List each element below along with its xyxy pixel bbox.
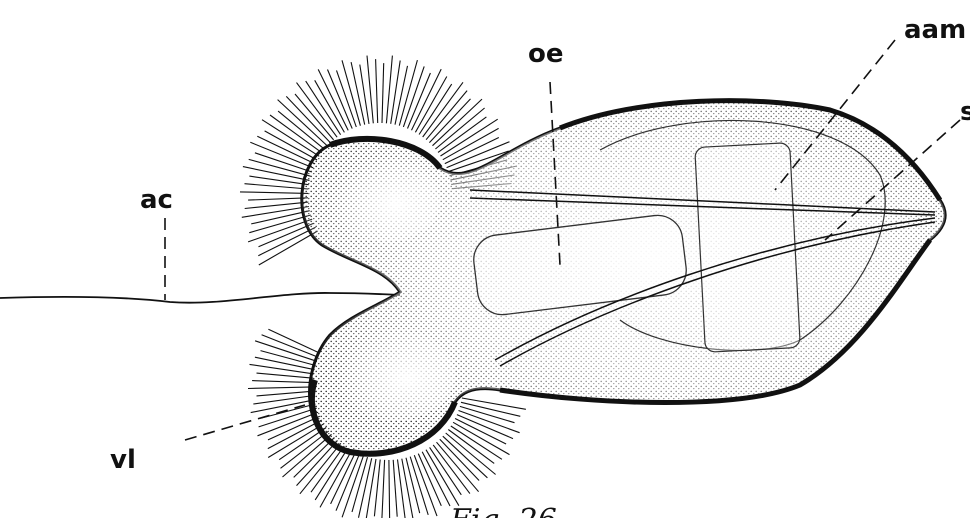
cilium xyxy=(429,99,470,143)
cilium xyxy=(386,56,392,124)
cilium xyxy=(398,459,406,518)
cilium xyxy=(268,416,320,440)
cilium xyxy=(462,398,526,409)
cilium xyxy=(389,460,390,518)
cilium xyxy=(366,459,377,518)
figure-caption: Fig. 26 xyxy=(449,503,557,518)
cilium xyxy=(265,131,318,160)
cilium xyxy=(257,391,314,396)
cilium xyxy=(391,61,401,124)
cilium xyxy=(367,56,373,124)
cilium xyxy=(268,420,322,449)
cilium xyxy=(426,450,459,506)
cilium xyxy=(248,198,308,200)
label-vl: vl xyxy=(110,445,136,475)
cilium xyxy=(259,231,318,265)
cilium xyxy=(315,448,348,500)
cilium xyxy=(258,227,315,256)
cilium xyxy=(257,373,314,378)
cilium xyxy=(295,94,334,140)
cilium xyxy=(278,111,324,149)
cilium xyxy=(245,184,309,189)
cilium xyxy=(268,329,320,353)
larva-body xyxy=(302,101,945,454)
cilium xyxy=(318,69,348,130)
cilium xyxy=(245,202,309,208)
cilium xyxy=(412,69,442,130)
label-s: s xyxy=(960,97,970,127)
cilium xyxy=(249,176,308,185)
cilium xyxy=(382,460,385,518)
cilium xyxy=(374,460,380,517)
cilium xyxy=(382,63,384,123)
cilium xyxy=(443,128,499,159)
cilium xyxy=(393,460,397,517)
cilium xyxy=(422,452,450,506)
cilium xyxy=(315,80,345,132)
cilium xyxy=(252,381,313,383)
cilium xyxy=(430,447,462,494)
apical-filament xyxy=(0,293,400,303)
label-ac: ac xyxy=(140,185,173,215)
label-aam: aam xyxy=(904,15,966,45)
cilium xyxy=(257,136,315,164)
cilium xyxy=(250,364,314,374)
cilium xyxy=(419,84,452,134)
adductor-muscle xyxy=(695,143,801,353)
cilium xyxy=(240,192,308,194)
label-oe: oe xyxy=(528,39,564,69)
cilium xyxy=(253,396,313,405)
vl-leader xyxy=(185,405,305,440)
cilium xyxy=(440,439,479,480)
cilium xyxy=(320,451,352,508)
cilium xyxy=(360,65,369,124)
cilium xyxy=(453,422,509,454)
cilium xyxy=(415,77,446,133)
cilium xyxy=(376,59,378,123)
cilium xyxy=(248,387,313,389)
cilium xyxy=(255,357,315,370)
cilium xyxy=(395,66,408,125)
